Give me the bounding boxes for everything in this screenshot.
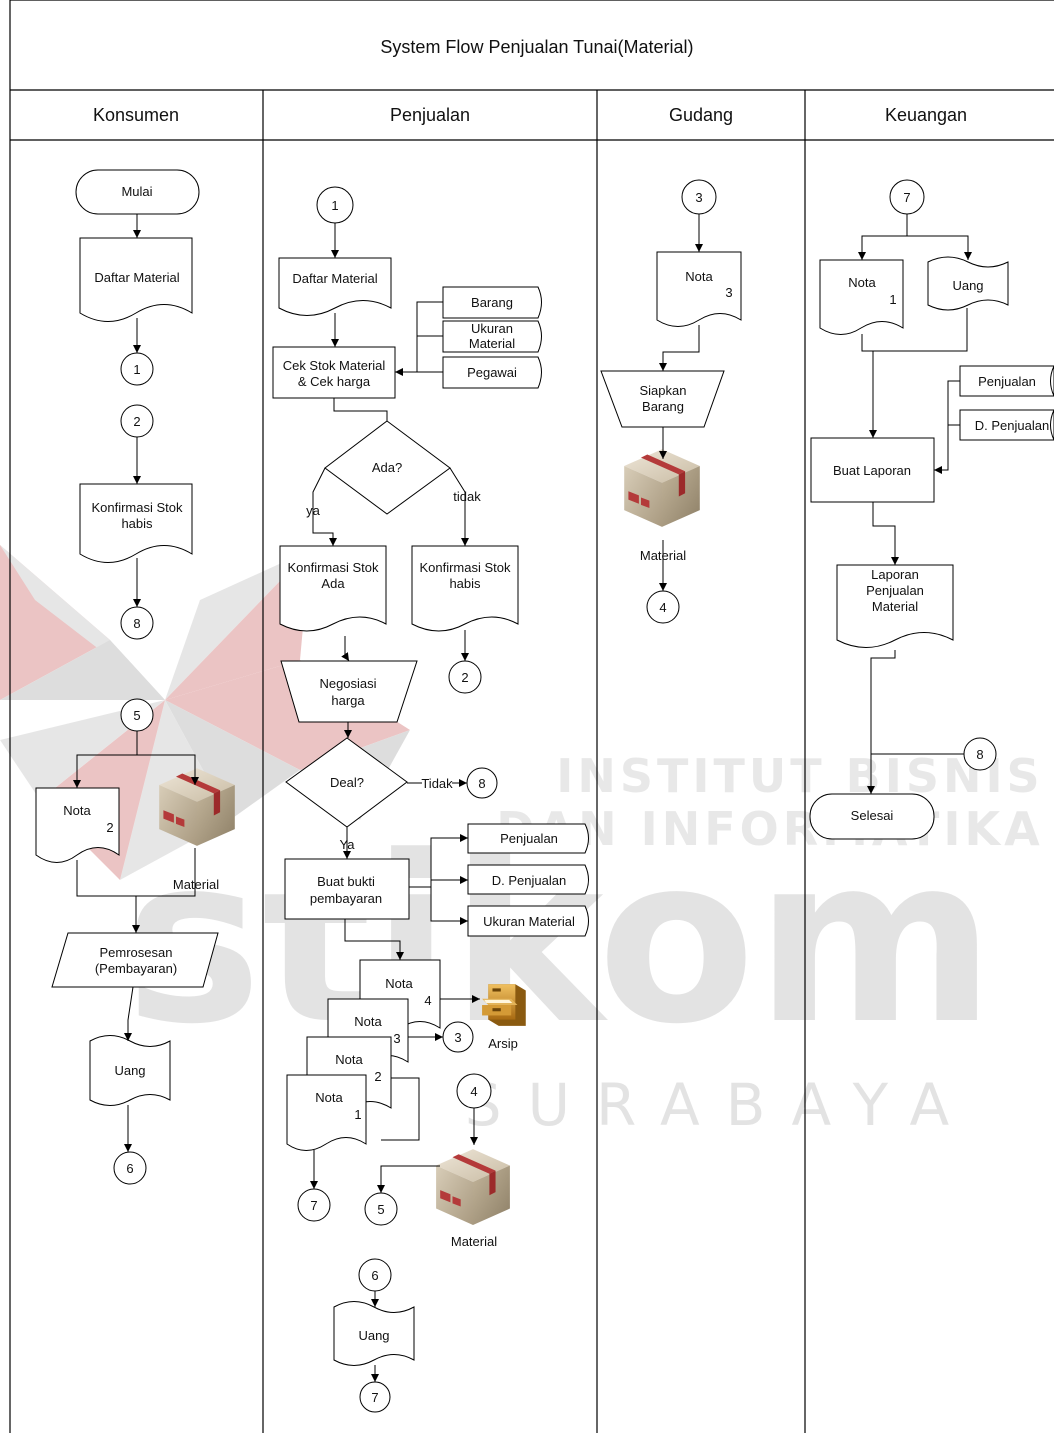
doc-uang-label: Uang [952, 278, 983, 293]
doc-daftar-label: Daftar Material [94, 270, 179, 285]
doc-daftar-label: Daftar Material [292, 271, 377, 286]
connector-3-label: 3 [454, 1030, 461, 1045]
start-label: Mulai [121, 184, 152, 199]
connector-3-label: 3 [695, 190, 702, 205]
db-pegawai-label: Pegawai [467, 365, 517, 380]
connector-5-label: 5 [133, 708, 140, 723]
manual-label-2: Barang [642, 399, 684, 414]
nota-2-label: Nota [335, 1052, 363, 1067]
material-label-konsumen: Material [173, 877, 219, 892]
connector-2-label: 2 [461, 670, 468, 685]
doc-laporan-label-2: Penjualan [866, 583, 924, 598]
connector-2-label: 2 [133, 414, 140, 429]
negosiasi-label-2: harga [331, 693, 365, 708]
manual-negosiasi [281, 661, 417, 722]
arsip-cabinet-icon [482, 984, 526, 1026]
material-label-penjualan: Material [451, 1234, 497, 1249]
doc-habis-label-2: habis [449, 576, 481, 591]
end-label: Selesai [851, 808, 894, 823]
doc-uang-label: Uang [114, 1063, 145, 1078]
lane-header-keuangan: Keuangan [885, 105, 967, 125]
process-cek-label-1: Cek Stok Material [283, 358, 386, 373]
db-penjualan-label: Penjualan [978, 374, 1036, 389]
decision-ada-label: Ada? [372, 460, 402, 475]
io-pemrosesan-label-1: Pemrosesan [100, 945, 173, 960]
doc-nota-label: Nota [63, 803, 91, 818]
doc-nota-label: Nota [685, 269, 713, 284]
nota-3-label: Nota [354, 1014, 382, 1029]
io-pemrosesan-label-2: (Pembayaran) [95, 961, 177, 976]
material-icon-gudang [624, 449, 700, 527]
doc-konfirmasi-label-1: Konfirmasi Stok [91, 500, 183, 515]
watermark-sub: SURABAYA [465, 1071, 975, 1139]
io-pemrosesan [52, 933, 218, 987]
doc-nota-num: 3 [725, 285, 732, 300]
doc-laporan-label-1: Laporan [871, 567, 919, 582]
doc-ada-label-2: Ada [321, 576, 345, 591]
arsip-label: Arsip [488, 1036, 518, 1051]
connector-4-label: 4 [470, 1084, 477, 1099]
doc-daftar-material [279, 258, 391, 316]
connector-6-label: 6 [371, 1268, 378, 1283]
db-dpenjualan-label: D. Penjualan [492, 873, 566, 888]
connector-7-label: 7 [903, 190, 910, 205]
nota-4-num: 4 [424, 993, 431, 1008]
branch-ya2-label: Ya [340, 837, 356, 852]
db-barang-label: Barang [471, 295, 513, 310]
connector-8-label: 8 [478, 776, 485, 791]
lane-keuangan [810, 180, 1054, 839]
nota-4-label: Nota [385, 976, 413, 991]
doc-laporan-label-3: Material [872, 599, 918, 614]
material-icon-penjualan [436, 1149, 510, 1225]
process-laporan-label: Buat Laporan [833, 463, 911, 478]
db-dpenjualan-label: D. Penjualan [975, 418, 1049, 433]
lane-header-konsumen: Konsumen [93, 105, 179, 125]
nota-3-num: 3 [393, 1031, 400, 1046]
manual-label-1: Siapkan [640, 383, 687, 398]
branch-tidak2-label: Tidak [421, 776, 453, 791]
doc-konfirmasi-label-2: habis [121, 516, 153, 531]
db-ukuran-label: Ukuran Material [483, 914, 575, 929]
material-label-gudang: Material [640, 548, 686, 563]
connector-7-label: 7 [310, 1198, 317, 1213]
connector-4-label: 4 [659, 600, 666, 615]
lane-header-penjualan: Penjualan [390, 105, 470, 125]
decision-deal-label: Deal? [330, 775, 364, 790]
doc-nota-num: 1 [889, 292, 896, 307]
connector-7b-label: 7 [371, 1390, 378, 1405]
doc-nota-label: Nota [848, 275, 876, 290]
nota-1-num: 1 [354, 1107, 361, 1122]
process-bukti-label-2: pembayaran [310, 891, 382, 906]
process-bukti-label-1: Buat bukti [317, 874, 375, 889]
process-buat-bukti [285, 859, 409, 919]
connector-6-label: 6 [126, 1161, 133, 1176]
branch-tidak-label: tidak [453, 489, 481, 504]
connector-1-label: 1 [133, 362, 140, 377]
db-ukuran-label-2: Material [469, 336, 515, 351]
connector-8-label: 8 [133, 616, 140, 631]
branch-ya-label: ya [306, 503, 321, 518]
db-penjualan-label: Penjualan [500, 831, 558, 846]
negosiasi-label-1: Negosiasi [319, 676, 376, 691]
connector-5-label: 5 [377, 1202, 384, 1217]
doc-ada-label-1: Konfirmasi Stok [287, 560, 379, 575]
process-cek-label-2: & Cek harga [298, 374, 371, 389]
doc-nota-num: 2 [106, 820, 113, 835]
nota-1-label: Nota [315, 1090, 343, 1105]
connector-8-label: 8 [976, 747, 983, 762]
doc-uang-label: Uang [358, 1328, 389, 1343]
diagram-title: System Flow Penjualan Tunai(Material) [380, 37, 693, 57]
doc-habis-label-1: Konfirmasi Stok [419, 560, 511, 575]
nota-2-num: 2 [374, 1069, 381, 1084]
connector-1-label: 1 [331, 198, 338, 213]
db-ukuran-label-1: Ukuran [471, 321, 513, 336]
lane-header-gudang: Gudang [669, 105, 733, 125]
